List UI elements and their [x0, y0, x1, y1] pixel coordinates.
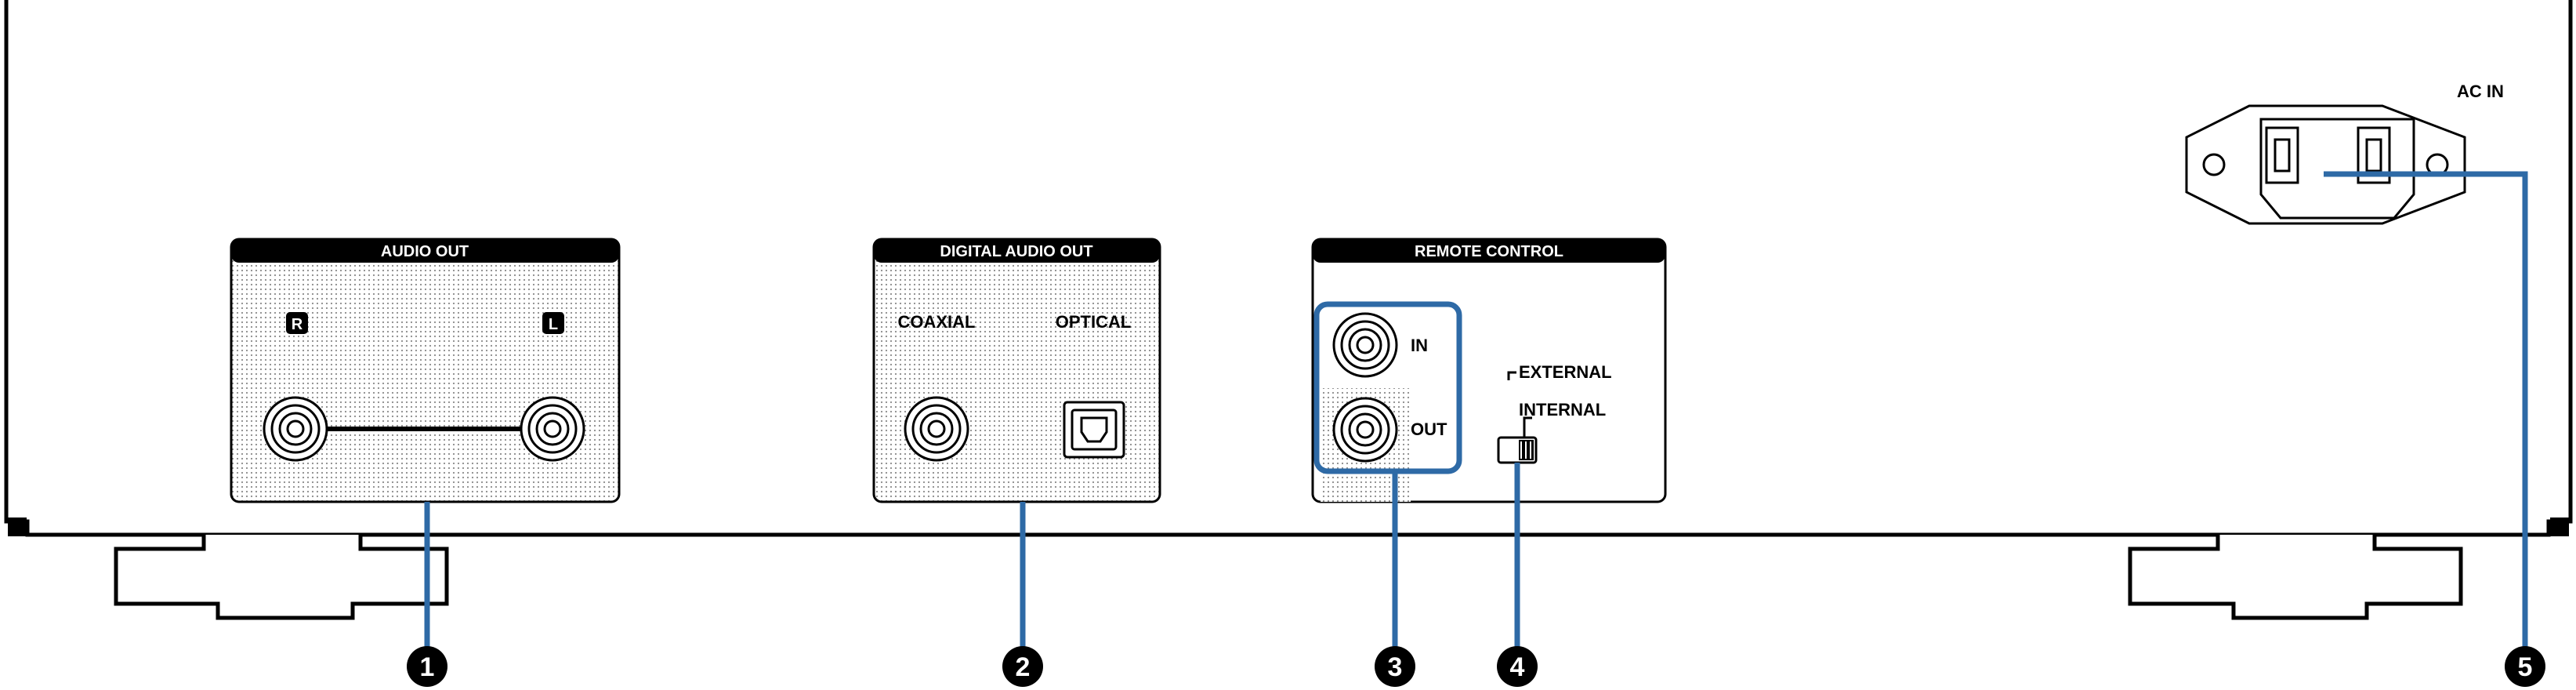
- optical-jack[interactable]: [1063, 401, 1125, 459]
- svg-text:1: 1: [420, 652, 435, 682]
- right-channel-badge: R: [286, 312, 308, 334]
- rca-jack-left[interactable]: [520, 396, 585, 462]
- optical-label: OPTICAL: [1056, 312, 1132, 332]
- ac-in-section: AC IN: [2185, 82, 2504, 225]
- callout-line-5: [2324, 171, 2528, 666]
- coaxial-jack[interactable]: [904, 396, 969, 462]
- svg-text:R: R: [292, 316, 303, 333]
- audio-out-panel: AUDIO OUT R L: [230, 238, 621, 503]
- chassis-edge-ticks: [8, 518, 2569, 536]
- coaxial-label: COAXIAL: [898, 312, 976, 332]
- remote-control-title: REMOTE CONTROL: [1415, 243, 1563, 260]
- svg-text:3: 3: [1388, 652, 1403, 682]
- left-channel-badge: L: [542, 312, 564, 334]
- svg-text:2: 2: [1016, 652, 1031, 682]
- rca-jack-right[interactable]: [263, 396, 328, 462]
- ac-pin-left: [2265, 126, 2299, 184]
- left-foot: [114, 535, 449, 620]
- remote-jacks-highlight: [1313, 301, 1462, 474]
- callout-4: 4: [1497, 646, 1538, 687]
- svg-text:5: 5: [2518, 652, 2533, 682]
- callout-3: 3: [1375, 646, 1415, 687]
- callout-2: 2: [1002, 646, 1043, 687]
- external-label: EXTERNAL: [1519, 362, 1612, 382]
- remote-out-jack[interactable]: [1332, 397, 1398, 463]
- remote-control-panel: REMOTE CONTROL IN OUT EXTERNAL INTERNAL: [1311, 238, 1667, 503]
- svg-text:L: L: [549, 316, 558, 333]
- digital-audio-out-panel: DIGITAL AUDIO OUT COAXIAL OPTICAL: [872, 238, 1161, 503]
- out-label: OUT: [1411, 419, 1447, 439]
- digital-audio-out-title: DIGITAL AUDIO OUT: [940, 243, 1092, 260]
- remote-in-jack[interactable]: [1332, 312, 1398, 378]
- right-foot: [2128, 535, 2463, 620]
- callout-lines: [424, 171, 2528, 666]
- audio-out-title: AUDIO OUT: [381, 243, 469, 260]
- ac-in-label: AC IN: [2457, 82, 2504, 101]
- svg-text:4: 4: [1510, 652, 1525, 682]
- external-internal-switch[interactable]: [1497, 436, 1538, 464]
- mount-hole-left: [2202, 153, 2226, 176]
- in-label: IN: [1411, 336, 1428, 355]
- switch-bracket: [1507, 371, 1532, 438]
- callout-5: 5: [2505, 646, 2545, 687]
- internal-label: INTERNAL: [1519, 400, 1606, 419]
- callout-1: 1: [407, 646, 447, 687]
